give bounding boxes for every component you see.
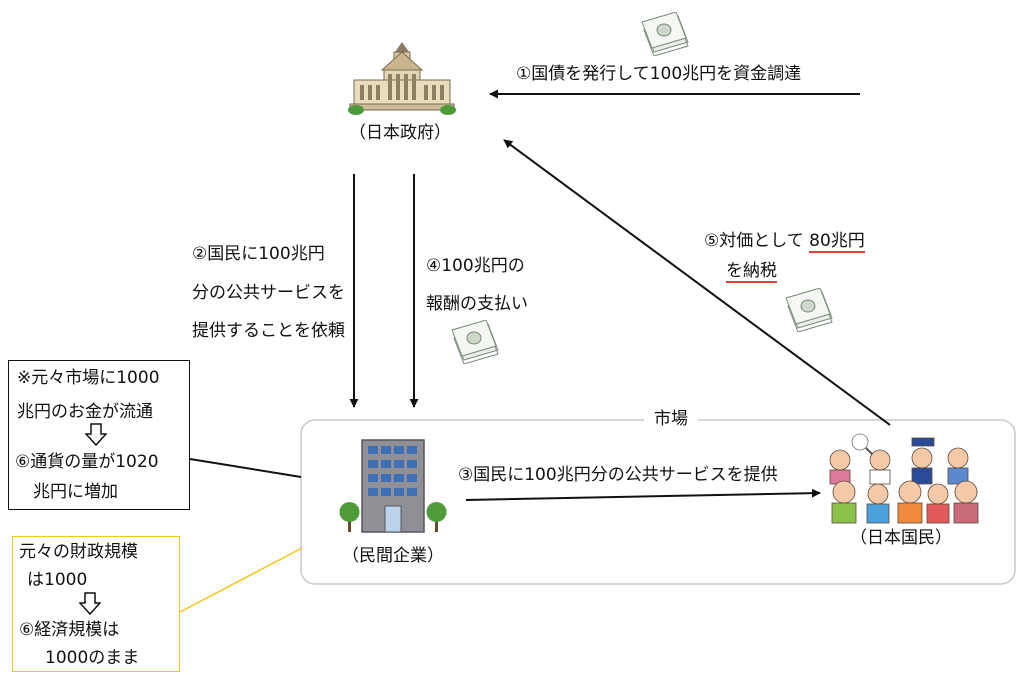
step2-line2: 分の公共サービスを — [192, 283, 345, 303]
government-label: （日本政府） — [349, 123, 451, 143]
step4-line2: 報酬の支払い — [426, 294, 528, 314]
economy-note-line1: 元々の財政規模 — [19, 542, 138, 562]
step4-line1: ④100兆円の — [426, 256, 525, 276]
arrow-tax-payment — [503, 139, 891, 426]
economy-note-line2: は1000 — [27, 570, 88, 590]
economy-note-line3: ⑥経済規模は — [19, 620, 120, 640]
step5-line1: ⑤対価として 80兆円 — [704, 230, 865, 253]
money-stack-icon — [641, 12, 689, 56]
people-group-icon — [829, 433, 979, 524]
money-note-line3: ⑥通貨の量が1020 — [15, 452, 159, 472]
step5-amount: 80兆円 — [809, 231, 865, 253]
citizens-label: （日本国民） — [850, 528, 952, 548]
money-stack-icon — [451, 320, 499, 364]
money-note-line2: 兆円のお金が流通 — [17, 402, 153, 422]
money-stack-icon — [785, 288, 833, 332]
arrow-provide-service — [465, 488, 821, 501]
office-building-icon — [339, 439, 447, 533]
step2-line3: 提供することを依頼 — [192, 321, 345, 341]
company-label: （民間企業） — [342, 546, 444, 566]
step2-line1: ②国民に100兆円 — [192, 244, 325, 264]
money-supply-note: ※元々市場に1000 兆円のお金が流通 ⑥通貨の量が1020 兆円に増加 — [8, 360, 190, 510]
money-note-line1: ※元々市場に1000 — [17, 368, 160, 388]
economy-scale-note: 元々の財政規模 は1000 ⑥経済規模は 1000のまま — [12, 536, 180, 672]
economy-note-line4: 1000のまま — [45, 648, 140, 668]
step1-label: ①国債を発行して100兆円を資金調達 — [516, 64, 802, 84]
step5-tax: を納税 — [726, 261, 777, 283]
down-arrow-icon — [85, 423, 107, 447]
step5-prefix: ⑤対価として — [704, 231, 810, 251]
step5-line2: を納税 — [726, 260, 777, 283]
down-arrow-icon — [79, 592, 101, 616]
market-label: 市場 — [644, 408, 698, 430]
money-note-line4: 兆円に増加 — [33, 482, 118, 502]
money-note-connector — [189, 458, 302, 478]
parliament-building-icon — [348, 42, 456, 115]
step3-label: ③国民に100兆円分の公共サービスを提供 — [458, 465, 778, 485]
economy-note-connector — [179, 547, 303, 613]
